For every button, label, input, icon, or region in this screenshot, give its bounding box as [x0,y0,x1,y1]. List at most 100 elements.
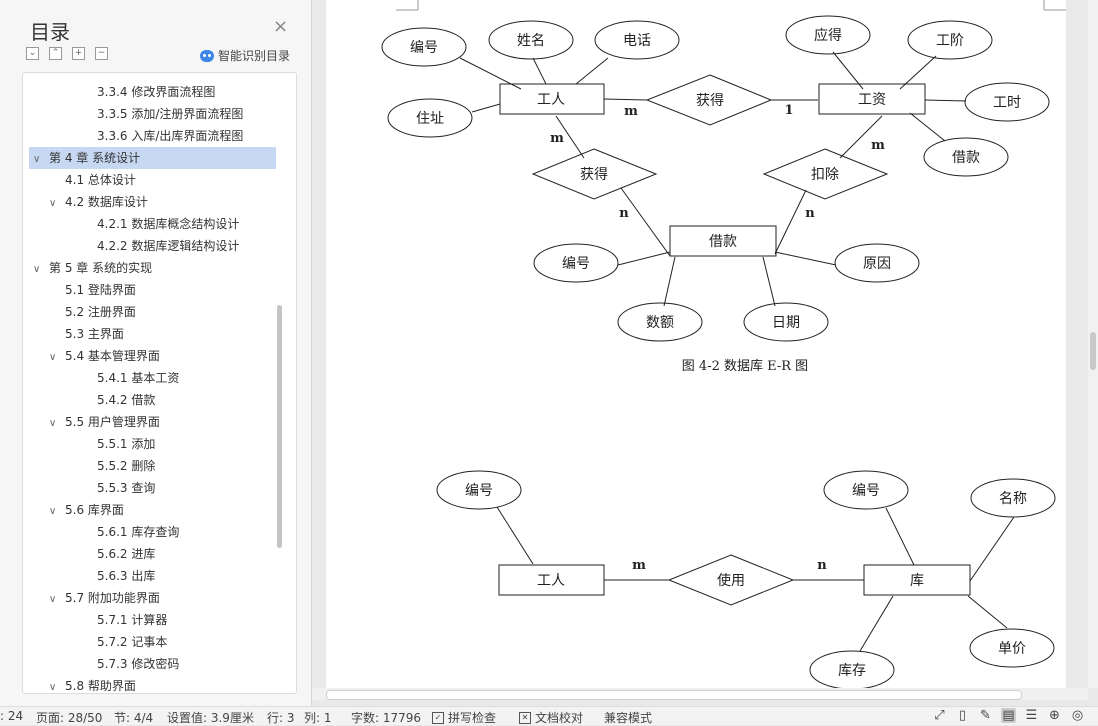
close-icon[interactable]: × [273,16,289,37]
toc-item[interactable]: 5.4.2 借款 [23,389,284,411]
cardinality-m-2: m [550,131,564,146]
attr-loan-reason: 原因 [863,256,891,272]
toc-item-label: 4.2 数据库设计 [65,195,148,209]
toc-item[interactable]: 5.6.3 出库 [23,565,284,587]
toc-item-label: 第 5 章 系统的实现 [49,261,153,275]
toc-item-label: 4.1 总体设计 [65,173,136,187]
toc-item-label: 5.7 附加功能界面 [65,591,160,605]
toc-item[interactable]: 4.2.2 数据库逻辑结构设计 [23,235,284,257]
toc-item[interactable]: ∨ 第 5 章 系统的实现 [23,257,284,279]
toc-item-label: 5.4.1 基本工资 [97,371,180,385]
toc-item[interactable]: ∨5.6 库界面 [23,499,284,521]
toc-item[interactable]: 4.1 总体设计 [23,169,284,191]
status-bar: : 24 页面: 28/50 节: 4/4 设置值: 3.9厘米 行: 3 列:… [0,706,1098,725]
chevron-down-icon[interactable]: ∨ [49,594,57,605]
attr2-worker-id: 编号 [465,483,493,499]
toc-item-label: 5.5 用户管理界面 [65,415,160,429]
add-heading-button[interactable]: + [72,47,85,60]
toc-item-label: 3.3.6 入库/出库界面流程图 [97,129,244,143]
horizontal-scrollbar[interactable] [312,688,1088,700]
cardinality-1: 1 [784,103,793,118]
chevron-down-icon[interactable]: ∨ [33,154,41,165]
toc-item[interactable]: ∨ 5.8 帮助界面 [23,675,284,693]
toc-item[interactable]: ∨ 第 4 章 系统设计 [29,147,276,169]
chevron-down-icon[interactable]: ∨ [33,264,41,275]
toc-scrollbar[interactable] [277,305,282,548]
toc-item[interactable]: 5.5.2 删除 [23,455,284,477]
er-diagrams: 工人 获得 工资 获得 扣除 借款 编号 姓名 电话 住址 应得 工阶 工时 借… [381,0,1066,688]
toc-item[interactable]: 5.6.1 库存查询 [23,521,284,543]
reading-mode-icon[interactable]: ▯ [958,708,967,723]
check-icon: ✓ [432,711,444,724]
toc-item[interactable]: 5.5.1 添加 [23,433,284,455]
toc-item-label: 5.7.3 修改密码 [97,657,180,671]
toc-item[interactable]: 3.3.6 入库/出库界面流程图 [23,125,284,147]
document-area: 工人 获得 工资 获得 扣除 借款 编号 姓名 电话 住址 应得 工阶 工时 借… [312,0,1088,688]
vertical-scrollbar[interactable] [1088,0,1098,688]
toc-item[interactable]: 3.3.5 添加/注册界面流程图 [23,103,284,125]
entity2-worker: 工人 [537,573,565,589]
relation-get-loan: 获得 [580,166,608,183]
toc-item[interactable]: 5.7.1 计算器 [23,609,284,631]
attr-worker-name: 姓名 [517,33,545,49]
attr2-store-price: 单价 [998,641,1026,657]
toc-item-label: 5.8 帮助界面 [65,679,136,693]
toc-item-label: 5.6.1 库存查询 [97,525,180,539]
attr-salary-hours: 工时 [993,95,1021,111]
chevron-down-icon[interactable]: ∨ [49,506,57,517]
eye-protection-icon[interactable]: ◎ [1071,708,1084,723]
toc-item[interactable]: 5.1 登陆界面 [23,279,284,301]
vertical-scroll-thumb[interactable] [1090,332,1096,370]
toc-title: 目录 [30,20,70,44]
toc-item[interactable]: 5.4.1 基本工资 [23,367,284,389]
toc-item-label: 3.3.5 添加/注册界面流程图 [97,107,244,121]
page-view-icon[interactable]: ▤ [1001,708,1016,723]
toc-item[interactable]: 5.5.3 查询 [23,477,284,499]
toc-item[interactable]: ∨ 4.2 数据库设计 [23,191,284,213]
toc-item[interactable]: 3.3.4 修改界面流程图 [23,81,284,103]
toc-item[interactable]: ∨ 5.5 用户管理界面 [23,411,284,433]
toc-item-label: 5.4 基本管理界面 [65,349,160,363]
toc-item[interactable]: 4.2.1 数据库概念结构设计 [23,213,284,235]
chevron-down-icon[interactable]: ∨ [49,682,57,693]
toc-item[interactable]: 5.6.2 进库 [23,543,284,565]
proofread-icon: ✕ [519,711,531,724]
toc-item[interactable]: 5.7.2 记事本 [23,631,284,653]
toc-item-label: 5.5.2 删除 [97,459,156,473]
expand-all-button[interactable]: ⌃ [49,47,62,60]
compat-mode-label: 兼容模式 [604,711,653,725]
outline-view-icon[interactable]: ☰ [1025,708,1038,723]
web-view-icon[interactable]: ⊕ [1049,708,1060,723]
fullscreen-icon[interactable]: ⤢ [934,708,945,723]
toc-item[interactable]: ∨ 5.4 基本管理界面 [23,345,284,367]
toc-item-label: 5.6.3 出库 [97,569,156,583]
attr2-store-stock: 库存 [838,663,866,679]
chevron-down-icon[interactable]: ∨ [49,198,57,209]
entity2-store: 库 [910,573,924,589]
toc-item[interactable]: 5.2 注册界面 [23,301,284,323]
doc-proofread-button[interactable]: ✕文档校对 [519,709,583,726]
collapse-all-button[interactable]: ⌄ [26,47,39,60]
document-page: 工人 获得 工资 获得 扣除 借款 编号 姓名 电话 住址 应得 工阶 工时 借… [326,0,1066,688]
chevron-down-icon[interactable]: ∨ [49,352,57,363]
remove-heading-button[interactable]: − [95,47,108,60]
cardinality-m-3: m [871,138,885,153]
toc-item[interactable]: 5.3 主界面 [23,323,284,345]
status-page[interactable]: 页面: 28/50 [36,711,103,725]
entity-salary: 工资 [858,92,886,108]
pen-icon[interactable]: ✎ [980,708,991,723]
toc-item[interactable]: 5.7.3 修改密码 [23,653,284,675]
smart-toc-button[interactable]: 智能识别目录 [200,47,290,64]
attr-worker-address: 住址 [416,111,444,127]
chevron-down-icon[interactable]: ∨ [49,418,57,429]
attr2-store-name: 名称 [999,491,1027,507]
toc-item[interactable]: ∨ 5.7 附加功能界面 [23,587,284,609]
relation-use: 使用 [717,572,745,589]
status-word-count[interactable]: 字数: 17796 [351,711,422,725]
spell-check-button[interactable]: ✓拼写检查 [432,709,496,726]
toc-item-label: 第 4 章 系统设计 [49,151,141,165]
toc-item-label: 5.5.3 查询 [97,481,156,495]
horizontal-scroll-thumb[interactable] [326,690,1022,700]
toc-item-label: 3.3.4 修改界面流程图 [97,85,216,99]
toc-item-label: 5.3 主界面 [65,327,124,341]
